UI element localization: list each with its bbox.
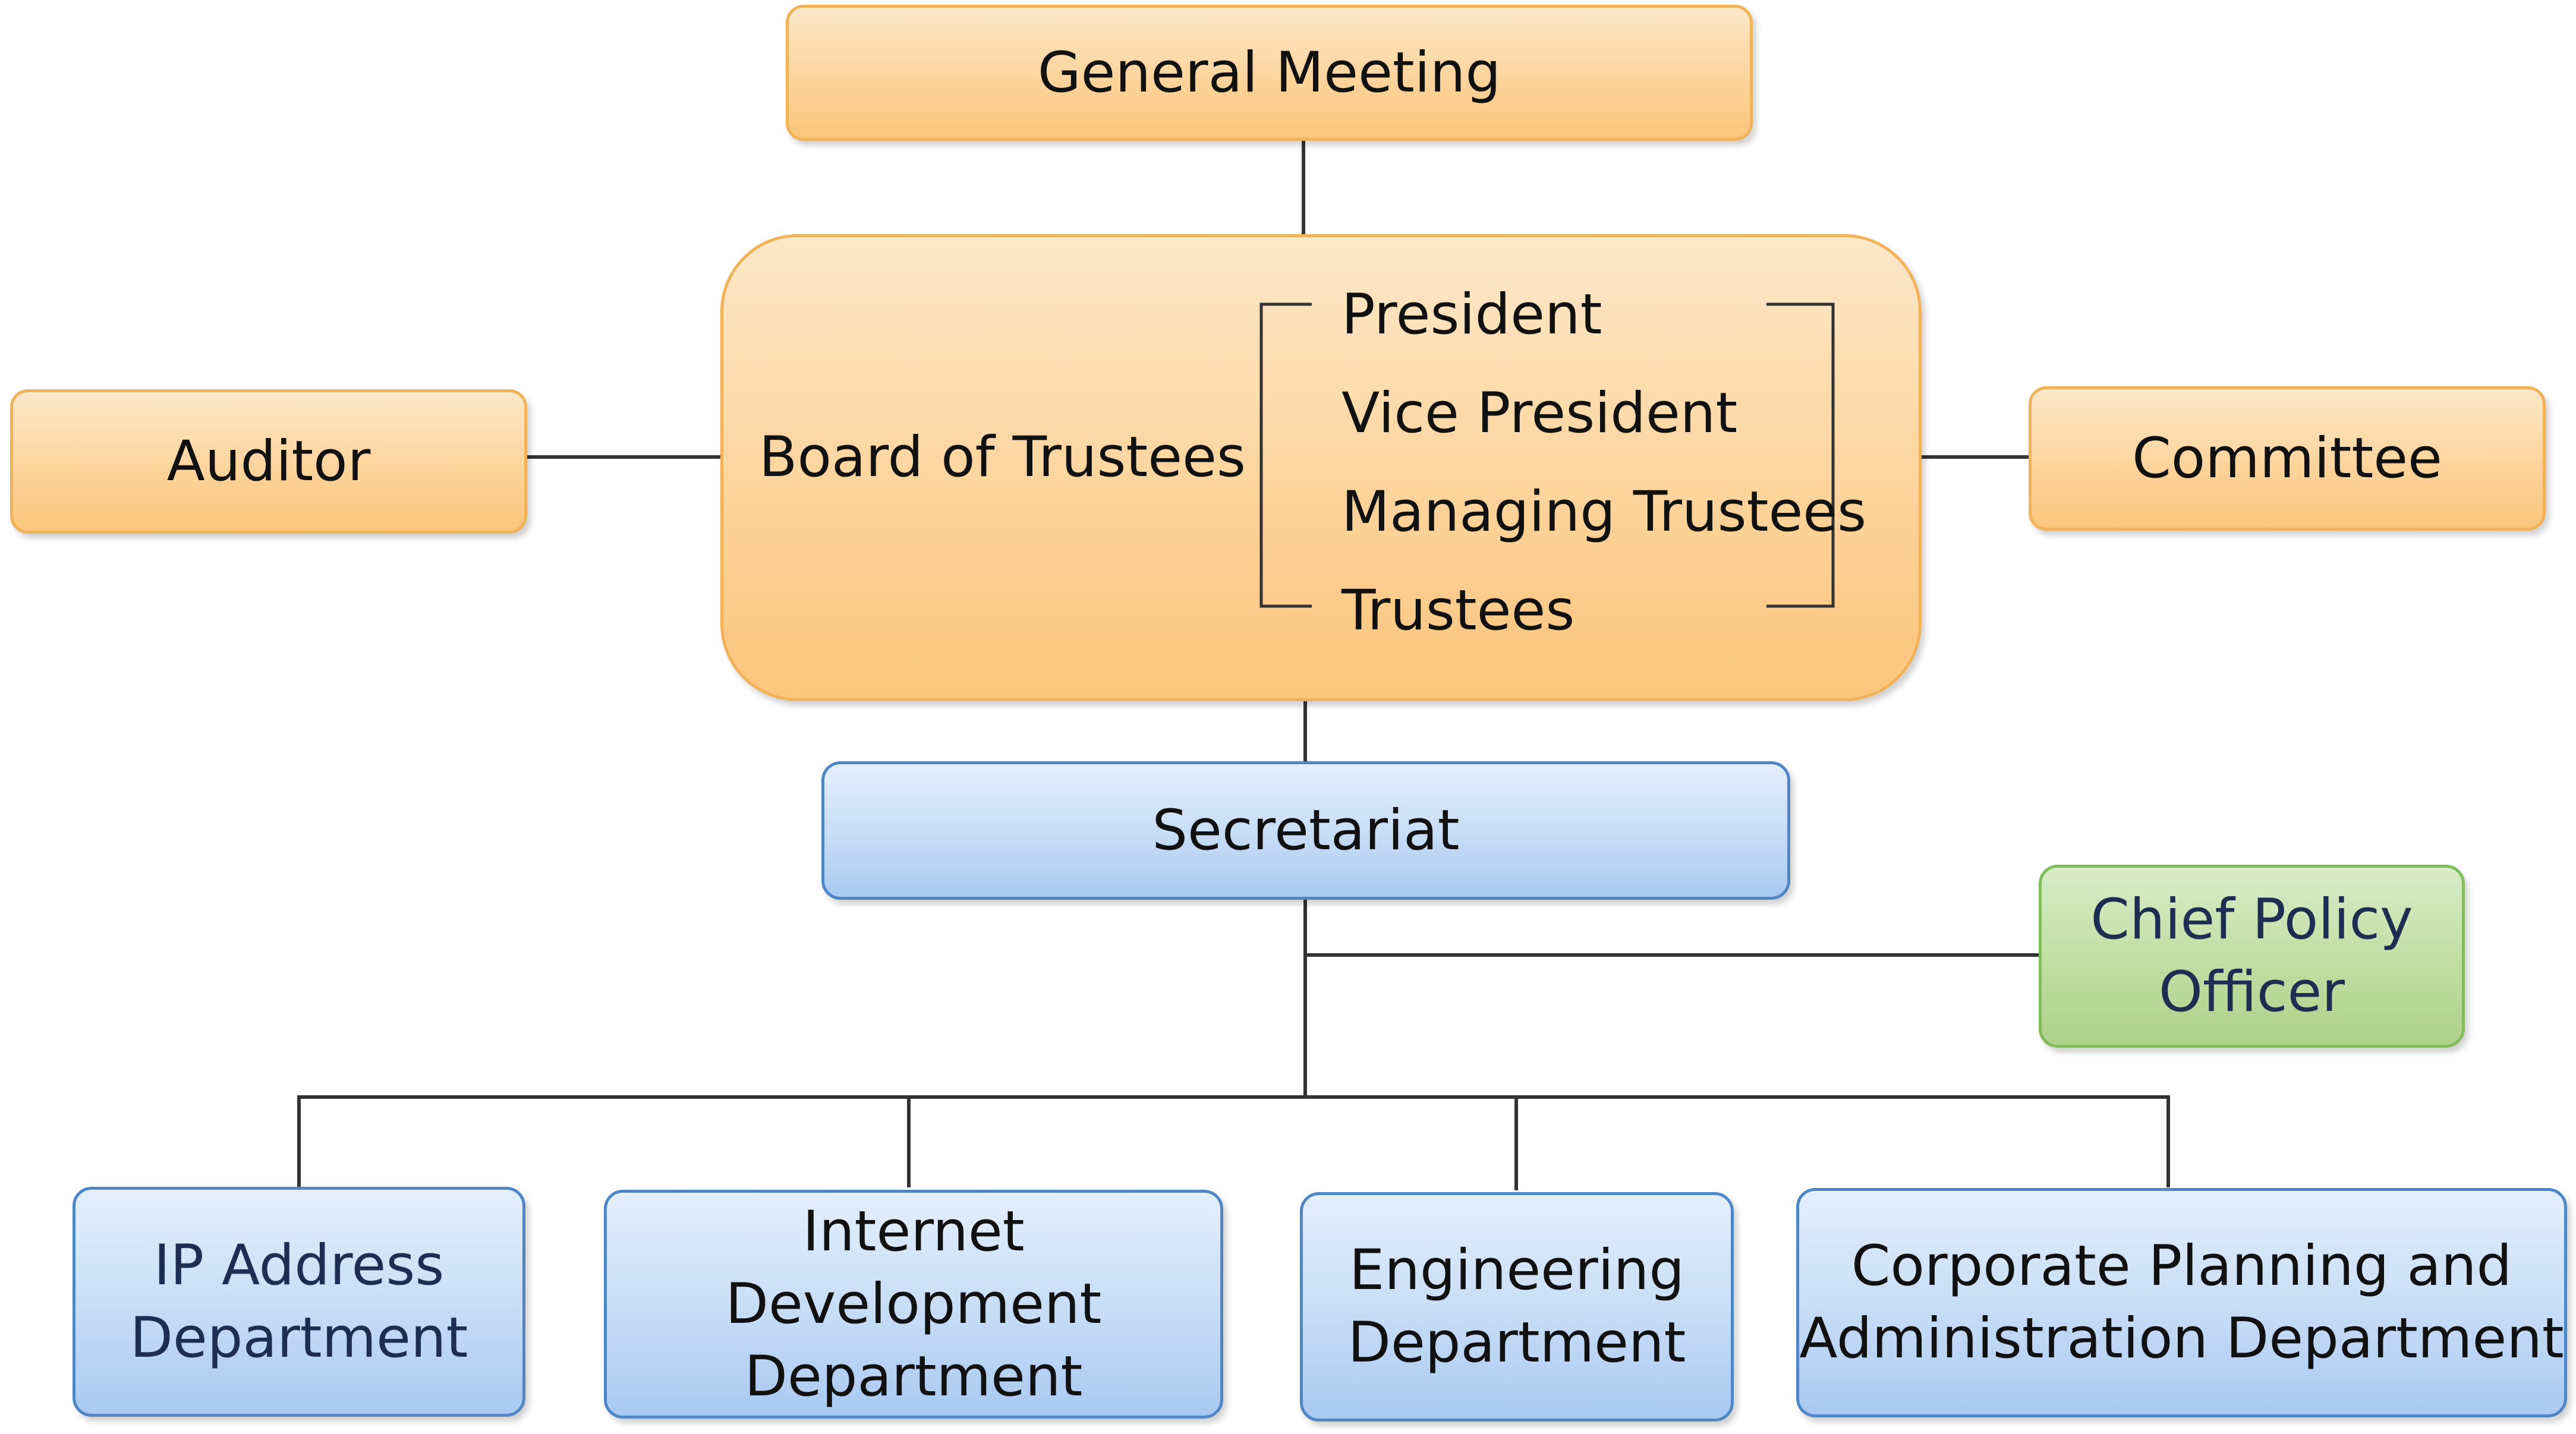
- committee-box: Committee: [2029, 386, 2546, 531]
- ip-address-department-line2: Department: [130, 1305, 468, 1370]
- corporate-planning-department-line1: Corporate Planning and: [1851, 1234, 2512, 1299]
- internet-development-department-line2: Department: [744, 1344, 1083, 1409]
- board-of-trustees-label: Board of Trustees: [759, 425, 1246, 490]
- internet-development-department-box: Internet Development Department: [604, 1190, 1223, 1419]
- board-of-trustees-box: Board of Trustees President Vice Preside…: [720, 234, 1922, 701]
- role-trustees: Trustees: [1341, 578, 1575, 643]
- ip-address-department-box: IP Address Department: [73, 1187, 525, 1417]
- connector-dept-corporate: [2166, 1095, 2170, 1187]
- connector-dept-internet: [907, 1095, 911, 1187]
- chief-policy-officer-line1: Chief Policy: [2090, 887, 2413, 952]
- auditor-label: Auditor: [166, 428, 371, 494]
- chief-policy-officer-box: Chief Policy Officer: [2039, 865, 2465, 1048]
- connector-board-to-auditor: [527, 455, 722, 459]
- connector-board-to-secretariat: [1303, 701, 1307, 762]
- role-president: President: [1341, 282, 1602, 347]
- general-meeting-label: General Meeting: [1037, 40, 1501, 105]
- engineering-department-box: Engineering Department: [1300, 1192, 1734, 1422]
- connector-board-to-committee: [1922, 455, 2029, 459]
- connector-dept-ip: [297, 1095, 301, 1187]
- members-bracket: [1259, 302, 1835, 608]
- connector-to-policy-officer: [1303, 953, 2039, 957]
- secretariat-label: Secretariat: [1152, 798, 1460, 863]
- general-meeting-box: General Meeting: [786, 5, 1753, 141]
- connector-department-bus: [297, 1095, 2170, 1099]
- secretariat-box: Secretariat: [821, 761, 1790, 900]
- committee-label: Committee: [2132, 426, 2442, 491]
- role-vice-president: Vice President: [1341, 381, 1738, 446]
- engineering-department-line2: Department: [1347, 1310, 1686, 1375]
- ip-address-department-line1: IP Address: [153, 1233, 445, 1298]
- internet-development-department-line1: Internet Development: [725, 1199, 1102, 1337]
- corporate-planning-department-line2: Administration Department: [1799, 1306, 2564, 1371]
- connector-secretariat-trunk: [1303, 899, 1307, 1098]
- corporate-planning-department-box: Corporate Planning and Administration De…: [1796, 1188, 2567, 1417]
- connector-dept-engineering: [1514, 1095, 1518, 1190]
- engineering-department-line1: Engineering: [1349, 1238, 1684, 1303]
- role-managing-trustees: Managing Trustees: [1341, 480, 1867, 544]
- connector-general-to-board: [1302, 140, 1305, 235]
- auditor-box: Auditor: [10, 389, 527, 534]
- chief-policy-officer-line2: Officer: [2158, 960, 2345, 1025]
